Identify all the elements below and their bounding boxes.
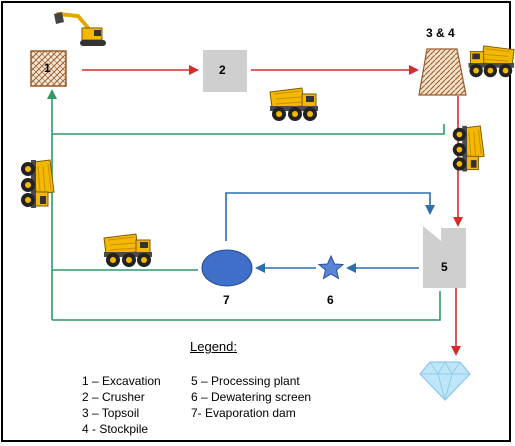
node-label-34: 3 & 4 xyxy=(426,26,455,40)
node-label-2: 2 xyxy=(219,63,226,77)
legend-item: 2 – Crusher xyxy=(82,390,145,404)
dump-truck-icon xyxy=(452,125,485,172)
dump-truck-icon xyxy=(269,87,319,122)
excavator-icon xyxy=(54,12,106,46)
diamond-icon xyxy=(419,361,471,402)
node-processing-plant xyxy=(423,226,466,288)
node-evaporation-dam xyxy=(201,249,253,287)
legend-title: Legend: xyxy=(190,339,237,354)
star-icon xyxy=(317,254,345,280)
dump-truck-icon xyxy=(20,159,55,209)
node-label-5: 5 xyxy=(441,260,448,274)
diagram-border xyxy=(1,1,511,442)
node-topsoil-stockpile xyxy=(418,48,467,96)
node-label-7: 7 xyxy=(223,293,230,307)
dump-truck-icon xyxy=(468,45,515,78)
legend-column-2: 5 – Processing plant 6 – Dewatering scre… xyxy=(191,373,311,421)
legend-item: 5 – Processing plant xyxy=(191,374,300,388)
green-return-34 xyxy=(52,124,445,135)
legend-item: 6 – Dewatering screen xyxy=(191,390,312,404)
legend-column-1: 1 – Excavation 2 – Crusher 3 – Topsoil 4… xyxy=(82,373,161,437)
legend-item: 4 - Stockpile xyxy=(82,422,149,436)
blue-dam-to-plant xyxy=(225,192,435,241)
legend-item: 7- Evaporation dam xyxy=(191,406,296,420)
legend-item: 1 – Excavation xyxy=(82,374,161,388)
node-excavation xyxy=(30,50,67,87)
node-crusher xyxy=(203,50,247,92)
dump-truck-icon xyxy=(103,233,153,268)
legend-item: 3 – Topsoil xyxy=(82,406,140,420)
node-label-1: 1 xyxy=(44,61,51,75)
node-label-6: 6 xyxy=(327,293,334,307)
green-from-plant xyxy=(52,291,441,321)
